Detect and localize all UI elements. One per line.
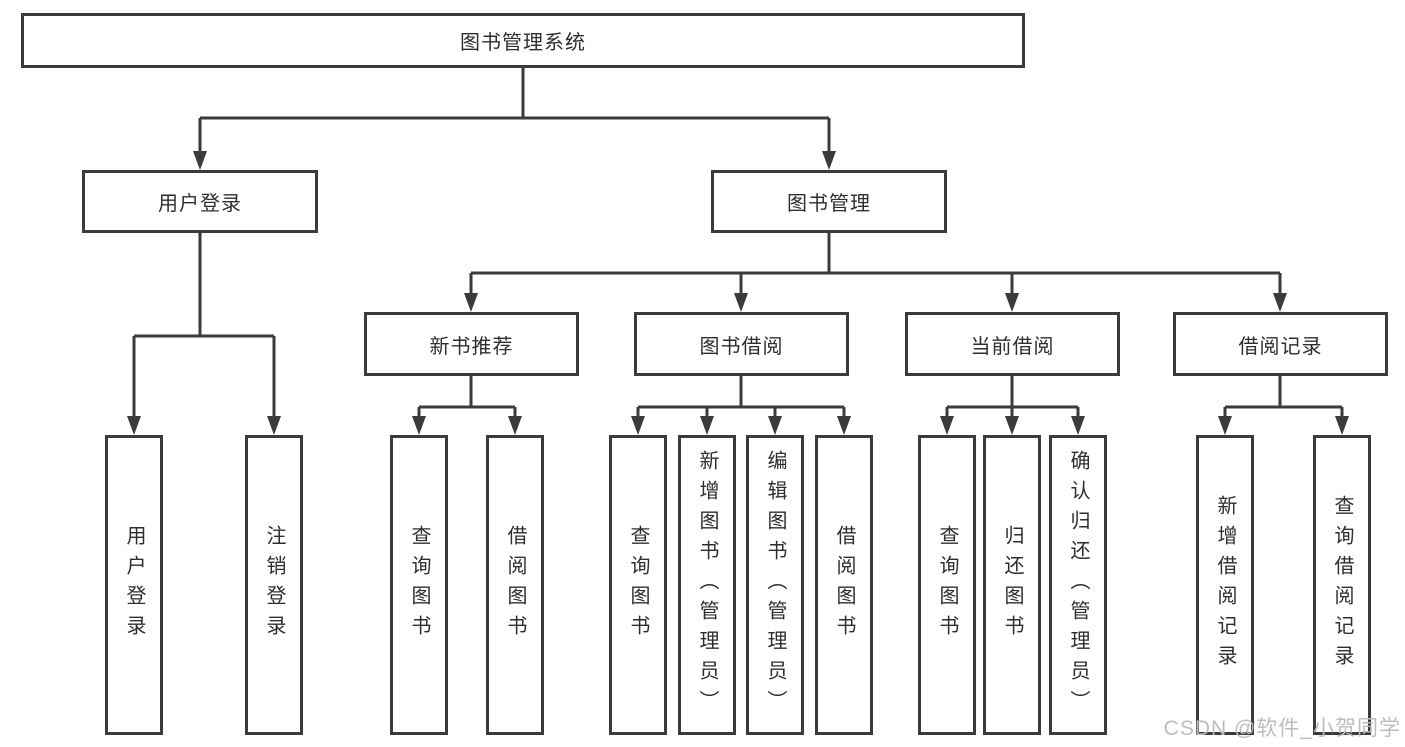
node-book-management-branch: 图书管理 [711,170,947,233]
node-label: 用户登录 [123,525,145,645]
leaf-query-borrow-record: 查询借阅记录 [1313,435,1371,735]
leaf-add-borrow-record: 新增借阅记录 [1196,435,1254,735]
node-book-borrowing: 图书借阅 [634,312,849,376]
leaf-query-books-recommend: 查询图书 [390,435,448,735]
node-label: 借阅记录 [1238,335,1323,358]
node-user-login-branch: 用户登录 [82,170,318,233]
node-label: 查询图书 [408,525,430,645]
connector-stroke-paths [132,67,1344,420]
csdn-watermark: CSDN @软件_小贺同学 [1163,717,1401,740]
node-label: 编辑图书（管理员） [764,450,786,720]
node-new-book-recommendation: 新书推荐 [364,312,579,376]
node-current-borrowing: 当前借阅 [905,312,1120,376]
node-label: 注销登录 [263,525,285,645]
node-label: 当前借阅 [970,335,1055,358]
leaf-edit-book-admin: 编辑图书（管理员） [746,435,804,735]
arrowhead-icons [127,151,1349,435]
node-label: 确认归还（管理员） [1067,450,1089,720]
node-library-management-system: 图书管理系统 [21,13,1025,68]
node-label: 借阅图书 [833,525,855,645]
leaf-return-book: 归还图书 [983,435,1041,735]
node-label: 查询借阅记录 [1331,495,1353,675]
node-label: 新增图书（管理员） [696,450,718,720]
leaf-borrow-books-borrow: 借阅图书 [815,435,873,735]
leaf-confirm-return-admin: 确认归还（管理员） [1049,435,1107,735]
node-label: 用户登录 [158,193,242,215]
leaf-add-book-admin: 新增图书（管理员） [678,435,736,735]
node-label: 图书管理系统 [460,32,586,54]
leaf-query-books-current: 查询图书 [918,435,976,735]
leaf-borrow-books-recommend: 借阅图书 [486,435,544,735]
node-label: 新书推荐 [429,335,514,358]
node-label: 查询图书 [627,525,649,645]
node-label: 归还图书 [1001,525,1023,645]
node-label: 图书管理 [787,193,871,215]
node-label: 查询图书 [936,525,958,645]
leaf-query-books-borrow: 查询图书 [609,435,667,735]
node-borrowing-records: 借阅记录 [1173,312,1388,376]
leaf-user-login: 用户登录 [105,435,163,735]
node-label: 新增借阅记录 [1214,495,1236,675]
node-label: 借阅图书 [504,525,526,645]
node-label: 图书借阅 [699,335,784,358]
leaf-logout: 注销登录 [245,435,303,735]
